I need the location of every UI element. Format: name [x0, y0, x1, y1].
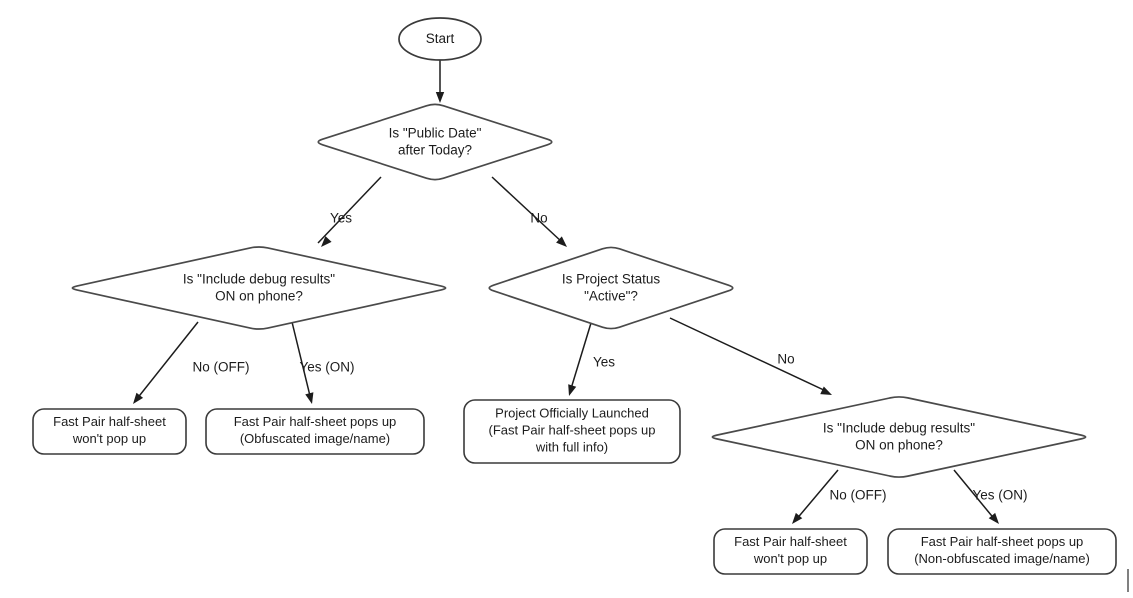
edge-line: [669, 317, 829, 393]
edge-label-public-date-no: No: [530, 211, 547, 226]
edge-label-project-status-no: No: [777, 352, 794, 367]
terminal-shape: [398, 17, 482, 61]
project-status-label: Is Project Status"Active"?: [562, 271, 661, 303]
arrowhead-icon: [133, 392, 144, 404]
edge-debug-left-no-off: [133, 321, 199, 404]
edge-line: [953, 469, 997, 522]
node-public-date[interactable]: Is "Public Date"after Today?: [317, 103, 553, 181]
process-shape: [463, 399, 681, 464]
edge-public-date-no: [491, 176, 567, 247]
node-start[interactable]: Start: [398, 17, 482, 61]
node-debug-left[interactable]: Is "Include debug results"ON on phone?: [71, 246, 447, 330]
edge-line: [291, 321, 312, 401]
edge-public-date-yes: [317, 176, 382, 247]
process-shape: [205, 408, 425, 455]
node-result-non-obfuscated[interactable]: Fast Pair half-sheet pops up(Non-obfusca…: [887, 528, 1117, 575]
debug-right-label: Is "Include debug results"ON on phone?: [823, 420, 975, 452]
process-shape: [887, 528, 1117, 575]
edge-label-debug-left-no-off: No (OFF): [193, 360, 250, 375]
node-result-launched[interactable]: Project Officially Launched(Fast Pair ha…: [463, 399, 681, 464]
edge-debug-left-yes-on: [291, 321, 314, 404]
public-date-label: Is "Public Date"after Today?: [389, 125, 482, 157]
arrowhead-icon: [820, 386, 832, 395]
edge-start-to-public-date: [435, 60, 445, 103]
edges-layer: [133, 60, 999, 524]
node-result-obfuscated[interactable]: Fast Pair half-sheet pops up(Obfuscated …: [205, 408, 425, 455]
decision-shape: [317, 103, 553, 181]
result-obfuscated-label: Fast Pair half-sheet pops up(Obfuscated …: [234, 414, 397, 446]
edge-line: [794, 469, 839, 522]
arrowhead-icon: [435, 92, 445, 103]
node-debug-right[interactable]: Is "Include debug results"ON on phone?: [711, 396, 1087, 478]
edge-label-debug-right-yes-on: Yes (ON): [972, 488, 1027, 503]
edge-debug-right-no-off: [792, 469, 839, 524]
decision-shape: [71, 246, 447, 330]
decision-shape: [711, 396, 1087, 478]
edge-line: [317, 176, 382, 244]
decision-shape: [488, 246, 734, 330]
edge-label-public-date-yes: Yes: [330, 211, 352, 226]
arrowhead-icon: [792, 512, 803, 524]
edge-project-status-no: [669, 317, 832, 395]
process-shape: [32, 408, 187, 455]
arrowhead-icon: [568, 384, 577, 396]
nodes-layer: Start Is "Public Date"after Today? Is "Inc…: [32, 17, 1117, 575]
arrowhead-icon: [321, 236, 332, 247]
arrowhead-icon: [988, 512, 999, 524]
edge-debug-right-yes-on: [953, 469, 999, 524]
edge-line: [569, 322, 592, 393]
process-shape: [713, 528, 868, 575]
node-project-status[interactable]: Is Project Status"Active"?: [488, 246, 734, 330]
edge-project-status-yes: [568, 322, 592, 396]
start-label: Start: [426, 31, 455, 46]
debug-left-label: Is "Include debug results"ON on phone?: [183, 271, 335, 303]
edge-label-debug-left-yes-on: Yes (ON): [299, 360, 354, 375]
edge-label-debug-right-no-off: No (OFF): [830, 488, 887, 503]
arrowhead-icon: [556, 236, 567, 247]
result-non-obfuscated-label: Fast Pair half-sheet pops up(Non-obfusca…: [914, 534, 1090, 566]
arrowhead-icon: [305, 392, 314, 404]
edge-line: [135, 321, 199, 401]
result-launched-label: Project Officially Launched(Fast Pair ha…: [489, 406, 656, 455]
edge-line: [491, 176, 564, 244]
edge-label-project-status-yes: Yes: [593, 355, 615, 370]
